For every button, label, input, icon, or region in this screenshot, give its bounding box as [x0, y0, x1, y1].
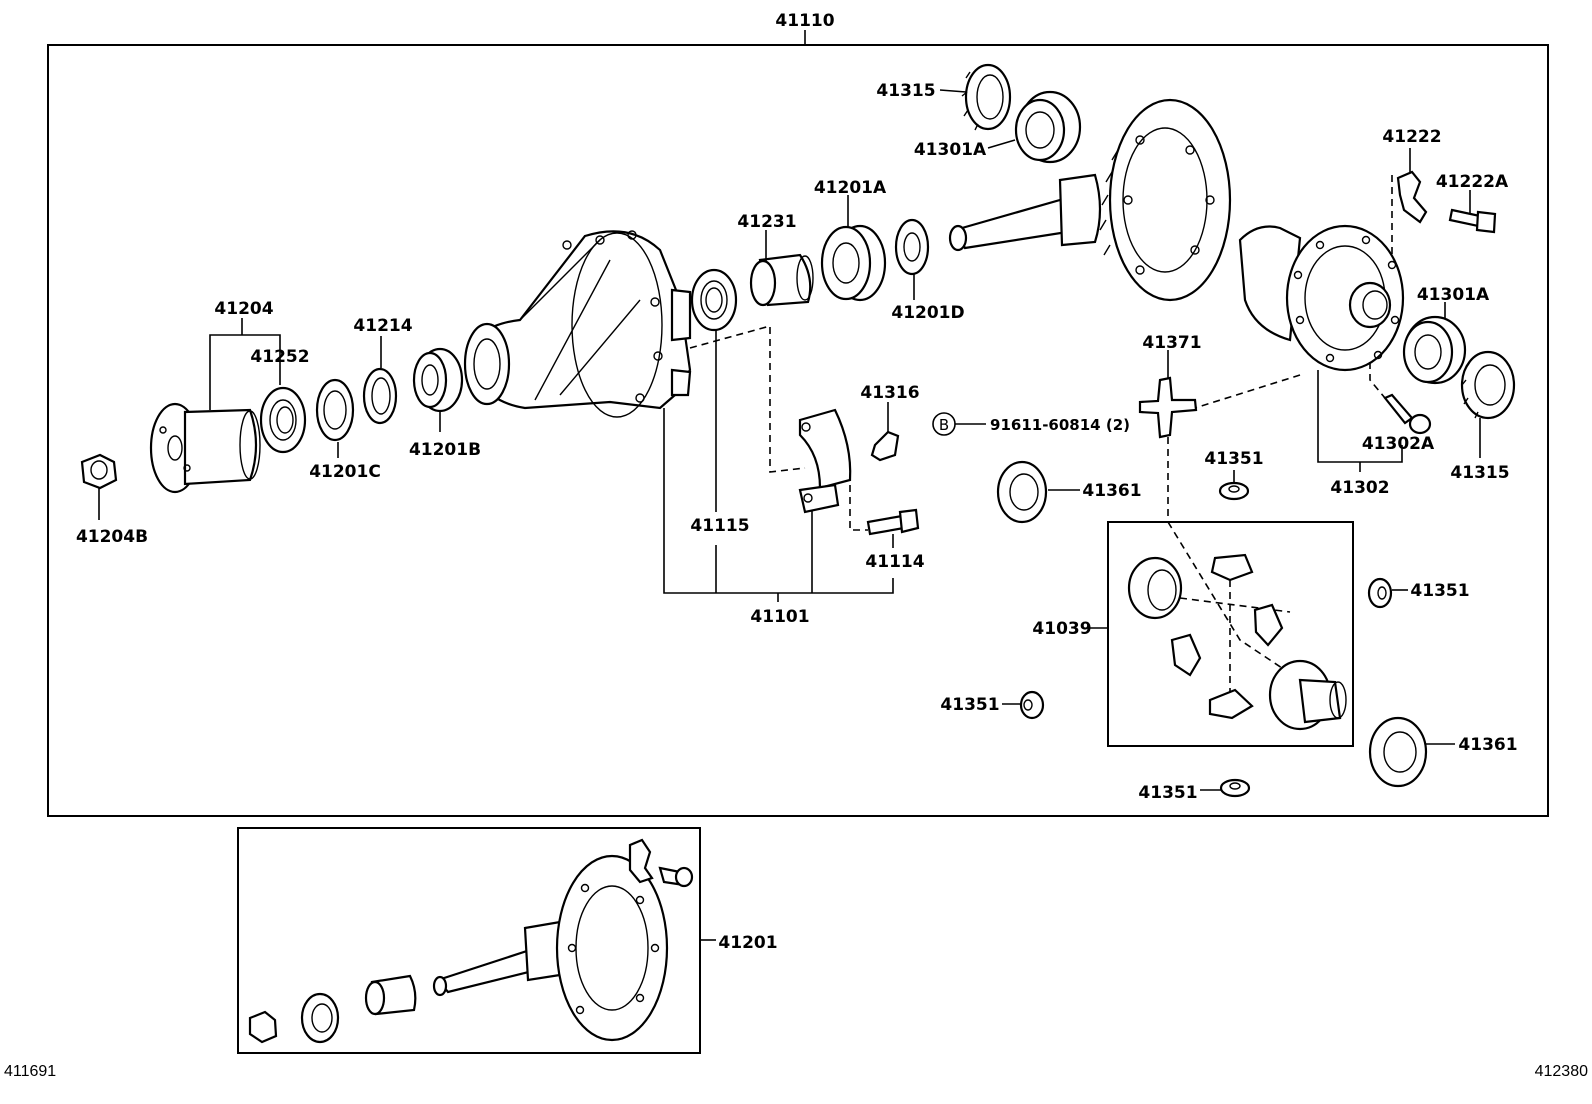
- ring-gear-pinion-top: [948, 98, 1232, 302]
- footer-right-code: 412380: [1535, 1063, 1588, 1080]
- bearing-cap-lower: [798, 483, 840, 514]
- bearing-41201c: [315, 378, 355, 442]
- label-41115: 41115: [690, 516, 749, 536]
- leader-41315-top: [939, 89, 967, 93]
- label-41222: 41222: [1382, 127, 1441, 147]
- dashed-guide-cap: [689, 324, 806, 473]
- bolt-41302a: [1383, 393, 1432, 435]
- label-41201b: 41201B: [409, 440, 481, 460]
- label-41101: 41101: [750, 607, 809, 627]
- washer-41201d: [894, 218, 930, 276]
- label-41371: 41371: [1142, 333, 1201, 353]
- label-41302a: 41302A: [1362, 434, 1435, 454]
- gear-kit-41039-frame: [1107, 521, 1354, 747]
- bearing-cap-upper: [798, 408, 852, 490]
- label-41301a-top: 41301A: [914, 140, 987, 160]
- label-41222a: 41222A: [1436, 172, 1509, 192]
- flange-41204: [149, 402, 261, 494]
- leader-41301a-top: [987, 139, 1016, 149]
- label-41204b: 41204B: [76, 527, 148, 547]
- footer-left-code: 411691: [4, 1063, 56, 1080]
- label-41301a-right: 41301A: [1417, 285, 1490, 305]
- label-41351-upper: 41351: [1204, 449, 1263, 469]
- label-41114: 41114: [865, 552, 924, 572]
- adjust-nut-41315-top: [961, 63, 1012, 131]
- spacer-41231: [749, 253, 814, 307]
- bracket-41204: [209, 334, 281, 410]
- label-41204: 41204: [214, 299, 273, 319]
- bearing-41201a: [820, 224, 887, 302]
- differential-case: [1238, 224, 1405, 372]
- washer-41351-bottom: [1219, 778, 1251, 798]
- lock-plate-41222: [1396, 170, 1428, 224]
- label-41214: 41214: [353, 316, 412, 336]
- bolt-reference: B 91611-60814 (2): [932, 412, 1130, 436]
- bearing-41201b: [412, 347, 464, 413]
- washer-41351-right: [1367, 577, 1393, 609]
- seal-41252: [259, 386, 307, 454]
- thrust-washer-41361-upper: [996, 460, 1048, 524]
- label-41201d: 41201D: [891, 303, 964, 323]
- spacer-41214: [362, 367, 398, 425]
- label-41110: 41110: [775, 11, 834, 31]
- label-41351-bottom: 41351: [1138, 783, 1197, 803]
- label-41252: 41252: [250, 347, 309, 367]
- label-41315-right: 41315: [1450, 463, 1509, 483]
- washer-41351-left: [1019, 690, 1045, 720]
- label-41201: 41201: [718, 933, 777, 953]
- sub-assembly-41201: [248, 838, 694, 1044]
- label-41201c: 41201C: [309, 462, 381, 482]
- bolt-41222a: [1448, 208, 1497, 234]
- dashed-guide-41302a: [1369, 362, 1386, 399]
- gear-kit-41039: [1127, 521, 1347, 731]
- bolt-ref-letter: B: [939, 416, 949, 434]
- pinion-shaft-41371: [1138, 376, 1198, 439]
- bearing-41301a-top: [1014, 90, 1082, 164]
- label-41302: 41302: [1330, 478, 1389, 498]
- label-41361-upper: 41361: [1082, 481, 1141, 501]
- thrust-washer-41361-lower: [1368, 716, 1428, 788]
- bracket-41101: [663, 408, 894, 594]
- carrier-housing: [463, 230, 692, 418]
- label-41316: 41316: [860, 383, 919, 403]
- seal-41115: [690, 268, 738, 332]
- label-41039: 41039: [1032, 619, 1091, 639]
- label-41361-lower: 41361: [1458, 735, 1517, 755]
- bearing-41301a-right: [1402, 315, 1467, 385]
- label-41351-right: 41351: [1410, 581, 1469, 601]
- label-41231: 41231: [737, 212, 796, 232]
- bolt-41114: [866, 508, 920, 536]
- main-assembly-frame: [47, 44, 1549, 817]
- label-bolt-ref: 91611-60814 (2): [990, 416, 1130, 434]
- label-41315-top: 41315: [876, 81, 935, 101]
- dashed-guide-bolt: [849, 485, 868, 531]
- nut-41204b: [80, 453, 118, 490]
- adjust-nut-41315-right: [1460, 350, 1516, 420]
- lock-plate-41316: [870, 430, 900, 462]
- label-41201a: 41201A: [814, 178, 887, 198]
- washer-41351-upper: [1218, 481, 1250, 501]
- label-41351-left: 41351: [940, 695, 999, 715]
- dashed-guide-pin: [1194, 374, 1301, 409]
